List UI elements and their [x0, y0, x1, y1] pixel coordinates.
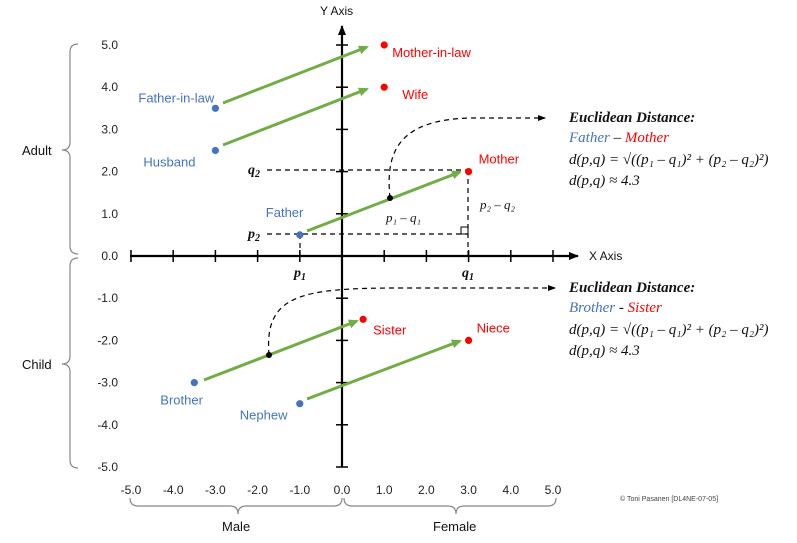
male-label: Male	[222, 519, 250, 534]
dx-label: p₁ – q₁	[385, 210, 421, 225]
point-mother-in-law	[380, 41, 388, 49]
vector-nephew-niece	[306, 339, 462, 401]
vector-arrows	[203, 45, 462, 401]
y-tick-label: -2.0	[97, 333, 118, 347]
point-father-in-law	[211, 104, 219, 112]
q2-marker: q2	[248, 163, 260, 180]
p2-marker: p2	[247, 227, 260, 244]
adult-curve-connector	[388, 115, 546, 199]
y-tick-label: -5.0	[97, 460, 118, 474]
adult-box-approx: d(p,q) ≈ 4.3	[569, 173, 640, 189]
vector-father-in-law-mother-in-law	[222, 45, 369, 105]
vector-father-mother	[306, 170, 462, 233]
adult-box-formula: d(p,q) = √((p₁ – q₁)² + (p₂ – q₂)²)	[569, 152, 769, 168]
y-ticks	[336, 44, 348, 468]
x-tick-label: 4.0	[502, 483, 519, 497]
y-axis-label: Y Axis	[320, 4, 353, 18]
point-father	[296, 231, 304, 239]
y-tick-label: 0.0	[101, 249, 118, 263]
child-connector-dot	[266, 352, 272, 358]
x-tick-label: 5.0	[545, 483, 562, 497]
adult-brace	[61, 43, 79, 255]
x-tick-label: -3.0	[205, 483, 226, 497]
x-tick-label: -2.0	[247, 483, 268, 497]
adult-label: Adult	[22, 143, 52, 158]
label-father-in-law: Father-in-law	[138, 90, 214, 105]
x-tick-label: 1.0	[376, 483, 393, 497]
x-tick-label: -4.0	[163, 483, 184, 497]
adult-connector-dot	[387, 195, 393, 201]
point-nephew	[296, 400, 304, 408]
child-curve-connector	[267, 285, 556, 356]
adult-box-title: Euclidean Distance:	[568, 110, 695, 126]
y-tick-label: -3.0	[97, 376, 118, 390]
p1-marker: p1	[293, 266, 306, 283]
dy-label: p₂ – q₂	[479, 197, 516, 212]
vector-brother-sister	[203, 319, 359, 382]
y-tick-label: 3.0	[101, 122, 118, 136]
point-niece	[465, 336, 473, 344]
right-angle-marker	[460, 226, 469, 235]
adult-distance-box: Euclidean Distance: Father – Mother d(p,…	[568, 110, 769, 189]
point-mother	[465, 168, 473, 176]
male-brace	[129, 497, 343, 515]
label-mother: Mother	[479, 152, 520, 167]
q1-marker: q1	[462, 266, 474, 283]
label-niece: Niece	[477, 320, 510, 335]
label-brother: Brother	[160, 393, 203, 408]
point-sister	[359, 315, 367, 323]
child-box-formula: d(p,q) = √((p₁ – q₁)² + (p₂ – q₂)²)	[569, 322, 769, 338]
child-brace	[61, 257, 79, 469]
y-tick-label: 5.0	[101, 38, 118, 52]
child-distance-box: Euclidean Distance: Brother - Sister d(p…	[568, 280, 769, 359]
y-tick-label: 2.0	[101, 165, 118, 179]
child-label: Child	[22, 357, 52, 372]
x-tick-label: 3.0	[460, 483, 477, 497]
vector-husband-wife	[222, 87, 369, 147]
point-husband	[211, 146, 219, 155]
x-tick-label: 0.0	[334, 483, 351, 497]
child-box-pair: Brother - Sister	[569, 300, 662, 316]
x-tick-label: 2.0	[418, 483, 435, 497]
label-husband: Husband	[143, 155, 195, 170]
female-brace	[343, 497, 557, 515]
point-wife	[380, 83, 388, 91]
x-tick-labels: -5.0 -4.0 -3.0 -2.0 -1.0 0.0 1.0 2.0 3.0 4.0 5.0	[121, 483, 562, 497]
x-axis-label: X Axis	[589, 249, 622, 263]
adult-box-pair: Father – Mother	[568, 130, 669, 146]
x-tick-label: -5.0	[121, 483, 142, 497]
y-tick-label: -4.0	[97, 418, 118, 432]
label-wife: Wife	[402, 87, 428, 102]
group-braces	[61, 43, 557, 515]
y-tick-labels: 5.0 4.0 3.0 2.0 1.0 0.0 -1.0 -2.0 -3.0 -4.0 -5.0	[97, 38, 118, 474]
y-tick-label: -1.0	[97, 291, 118, 305]
female-label: Female	[433, 519, 476, 534]
label-father: Father	[266, 205, 304, 220]
label-sister: Sister	[373, 322, 407, 337]
copyright-text: © Toni Pasanen [DL4NE-07-05]	[620, 495, 718, 503]
y-tick-label: 1.0	[101, 207, 118, 221]
point-brother	[190, 379, 198, 387]
y-tick-label: 4.0	[101, 80, 118, 94]
child-box-title: Euclidean Distance:	[568, 280, 695, 296]
x-tick-label: -1.0	[289, 483, 310, 497]
child-box-approx: d(p,q) ≈ 4.3	[569, 343, 640, 359]
label-nephew: Nephew	[240, 408, 288, 423]
data-points	[190, 41, 473, 408]
label-mother-in-law: Mother-in-law	[392, 45, 471, 60]
